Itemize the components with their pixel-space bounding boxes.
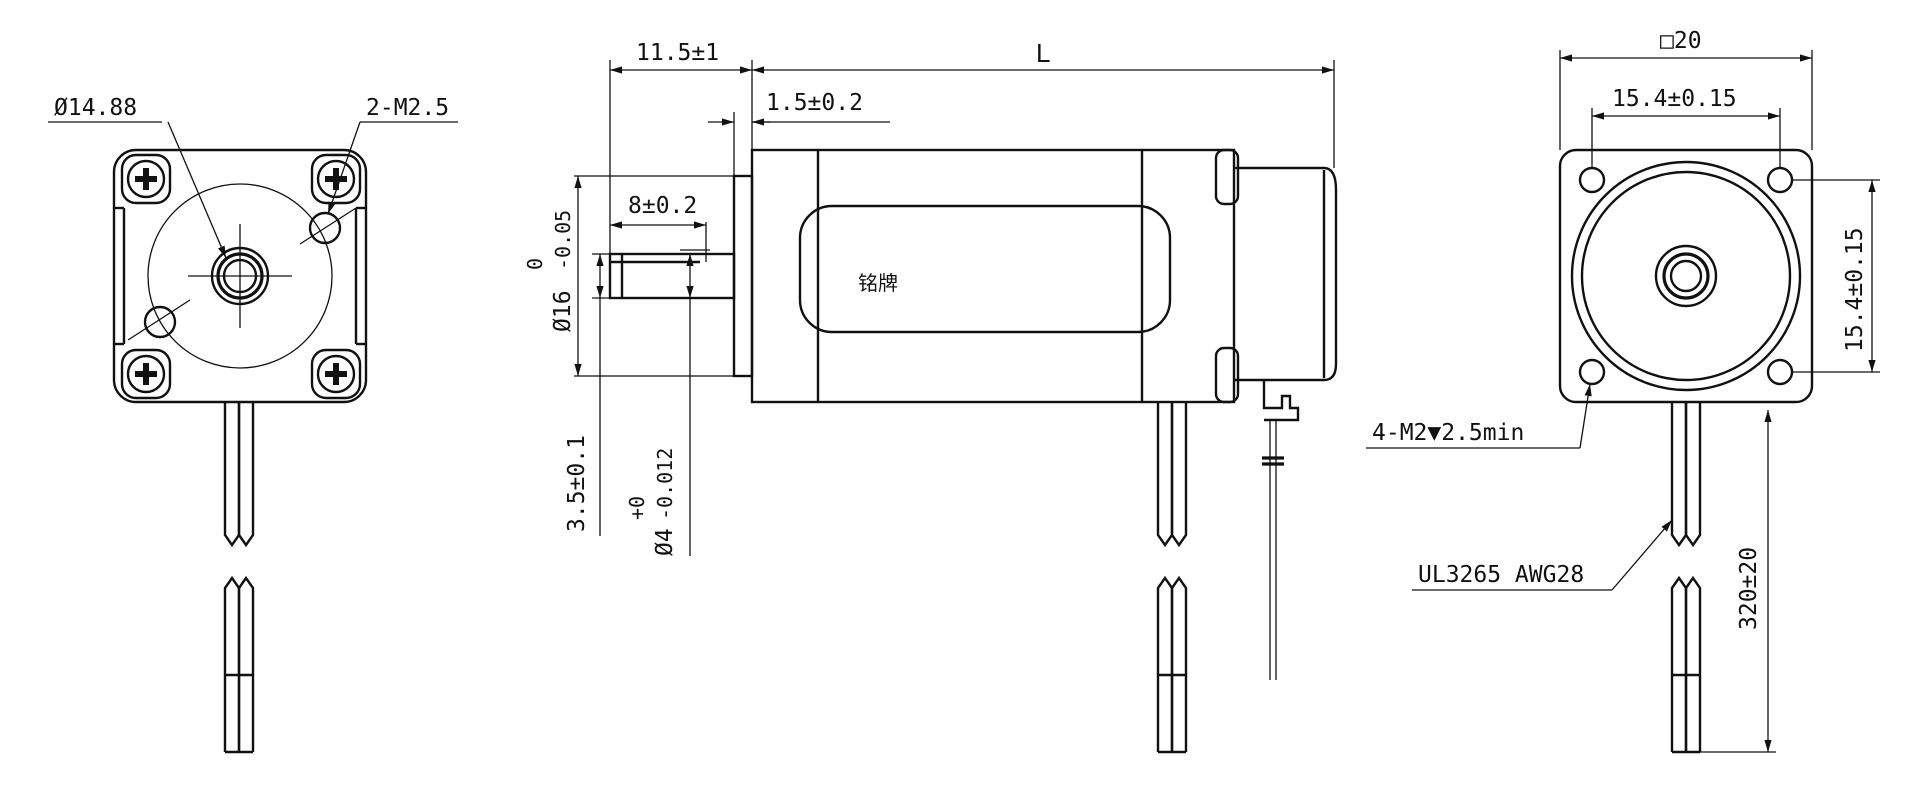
pilot-tol-lower: -0.05 [551,210,575,270]
pilot-tol-upper: 0 [523,258,547,270]
screw [120,153,172,205]
lead-wires [223,402,255,754]
mount-thread-label: 2-M2.5 [366,95,449,121]
nameplate [798,204,1172,334]
flange-thickness-label: 1.5±0.2 [766,90,863,116]
tapped-hole [143,305,177,339]
rear-hub-ring [1662,252,1710,300]
output-shaft [608,252,736,300]
hole-spacing-v-label: 15.4±0.15 [1842,227,1868,352]
rear-housing [1558,148,1814,404]
flat-length-label: 8±0.2 [628,193,697,219]
screw [310,348,362,400]
front-view: Ø14.88 2-M2.5 [48,95,458,754]
rear-view: □20 15.4±0.15 15.4±0.15 4-M2▼2.5min UL32… [1366,28,1880,754]
cable-spec-label: UL3265 AWG28 [1418,562,1584,588]
mount-hole [1766,358,1794,386]
mount-hole [1578,358,1606,386]
frame-size-label: □20 [1660,28,1702,54]
pilot-diameter-label: Ø16 [550,290,576,332]
flat-depth-label: 3.5±0.1 [564,435,590,532]
lead-wires [1670,402,1702,754]
mount-hole [1578,166,1606,194]
screw [120,348,172,400]
rear-hub [1654,244,1718,308]
shaft-tol-upper: +0 [625,496,649,520]
motor-body [750,148,1236,404]
rear-cap-inner [1580,170,1792,382]
nameplate-label: 铭牌 [858,271,898,295]
shaft-diameter-label: Ø4 [652,528,678,556]
end-screw [1214,148,1240,206]
flange-circle [147,183,333,369]
lead-length-label: 320±20 [1736,547,1762,630]
bore-diameter-label: Ø14.88 [54,95,137,121]
front-flange [732,174,754,378]
tapped-hole [308,211,342,245]
mount-holes-label: 4-M2▼2.5min [1372,420,1524,446]
rear-shaft [1669,259,1703,293]
body-length-label: L [1036,38,1050,68]
end-screw [1214,346,1240,404]
shaft-tol-lower: -0.012 [653,448,677,520]
hole-spacing-h-label: 15.4±0.15 [1612,86,1737,112]
lead-wires [1156,402,1188,754]
side-view: 铭牌 [523,38,1338,754]
screw [310,153,362,205]
mount-hole [1766,166,1794,194]
rear-cap-outer [1570,160,1802,392]
shaft-length-label: 11.5±1 [636,40,719,66]
